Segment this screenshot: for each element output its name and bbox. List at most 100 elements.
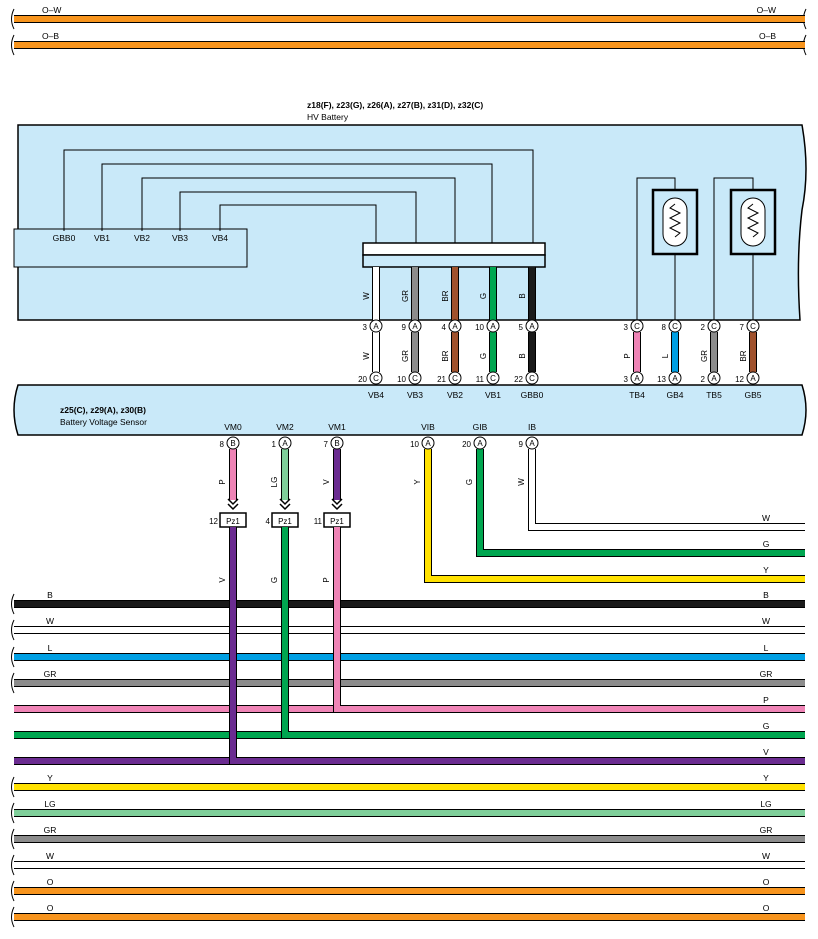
sensor-terminal-pin: 8 — [220, 440, 225, 449]
hv-pin-2 — [448, 319, 462, 333]
sensor-terminal-pin: 20 — [462, 440, 471, 449]
right-output-label: W — [762, 513, 770, 523]
hv-pin-8-letter: C — [750, 322, 756, 331]
internal-label-4: VB4 — [212, 233, 228, 243]
sensor-pin-3-letter: C — [490, 374, 496, 383]
sensor-pin-number: 12 — [735, 375, 744, 384]
wire-break-left — [11, 776, 15, 798]
sensor-terminal-3-letter: A — [425, 439, 431, 448]
hv-pin-3-letter: A — [490, 322, 496, 331]
bus-wire-right-label: W — [762, 616, 770, 626]
sensor-pin-label: VB1 — [485, 390, 501, 400]
hv-pin-number: 3 — [624, 323, 629, 332]
sensor-terminal-2 — [330, 436, 344, 450]
bus-wire-right-label: L — [764, 643, 769, 653]
sensor-terminal-pin: 9 — [519, 440, 524, 449]
wire-color-code: G — [270, 577, 279, 583]
thermistor-2-icon-body — [740, 197, 766, 247]
wire-color-code: G — [479, 293, 488, 299]
right-output-label: Y — [763, 565, 769, 575]
wire-break-left — [11, 880, 15, 902]
wire-break-left — [11, 802, 15, 824]
bus-wire-right-label: O — [763, 877, 770, 887]
internal-label-1: VB1 — [94, 233, 110, 243]
hv-connector-bottom — [362, 254, 546, 268]
internal-trace-2 — [141, 177, 456, 243]
hv-pin-number: 9 — [402, 323, 407, 332]
sensor-pin-0 — [369, 371, 383, 385]
bus-wire-right-label: Y — [763, 773, 769, 783]
hv-pin-1-letter: A — [412, 322, 418, 331]
wire-break-left — [11, 619, 15, 641]
sensor-pin-label: GBB0 — [521, 390, 544, 400]
thermistor-1-icon-zigzag — [668, 203, 682, 238]
sensor-pin-number: 20 — [358, 375, 367, 384]
thermistor-2-icon-zigzag — [746, 203, 760, 238]
sensor-pin-7-letter: A — [711, 374, 717, 383]
hv-pin-number: 3 — [363, 323, 368, 332]
bus-wire-left-label: O — [47, 877, 54, 887]
wire-color-code: V — [322, 479, 331, 485]
sensor-terminal-3 — [421, 436, 435, 450]
sensor-terminal-5 — [525, 436, 539, 450]
wire-color-code: LG — [270, 477, 279, 488]
sensor-pin-8 — [746, 371, 760, 385]
hv-pin-number: 4 — [442, 323, 447, 332]
sensor-terminal-2-letter: B — [334, 439, 339, 448]
vm2-output-wire — [282, 527, 805, 738]
pz1-label: Pz1 — [330, 517, 344, 526]
wire-color-code: GR — [401, 350, 410, 362]
bus-wire-left-label: O — [47, 903, 54, 913]
sensor-pin-4 — [525, 371, 539, 385]
sensor-terminal-label: GIB — [473, 422, 488, 432]
sensor-pin-3 — [486, 371, 500, 385]
vib-wire — [425, 449, 805, 582]
bus-wire-right-label: O — [763, 903, 770, 913]
ib-wire — [529, 449, 805, 530]
wire-color-code: W — [362, 292, 371, 300]
pz1-pin: 11 — [314, 517, 323, 526]
hv-pin-0-letter: A — [373, 322, 379, 331]
wire-color-code: P — [322, 577, 331, 582]
wire-color-code: V — [218, 577, 227, 583]
internal-label-0: GBB0 — [53, 233, 76, 243]
hv-pin-6-letter: C — [672, 322, 678, 331]
hv-pin-1 — [408, 319, 422, 333]
wire-break-left — [11, 646, 15, 668]
hv-pin-6 — [668, 319, 682, 333]
thermistor-trace — [636, 177, 676, 320]
sensor-terminal-label: VM1 — [328, 422, 346, 432]
sensor-pin-2-letter: C — [452, 374, 458, 383]
sensor-pin-8-letter: A — [750, 374, 756, 383]
thermistor-trace — [713, 177, 754, 320]
sensor-pin-7 — [707, 371, 721, 385]
sensor-pin-6 — [668, 371, 682, 385]
sensor-terminal-0-letter: B — [230, 439, 235, 448]
sensor-pin-4-letter: C — [529, 374, 535, 383]
sensor-terminal-label: VM0 — [224, 422, 242, 432]
sensor-terminal-pin: 10 — [410, 440, 419, 449]
hv-pin-number: 5 — [519, 323, 524, 332]
internal-trace-3 — [179, 191, 417, 243]
sensor-pin-label: GB5 — [744, 390, 761, 400]
wire-color-code: G — [465, 479, 474, 485]
sensor-pin-number: 13 — [657, 375, 666, 384]
hv-pin-7 — [707, 319, 721, 333]
top-wire-right-label: O–B — [759, 31, 776, 41]
sensor-terminal-0 — [226, 436, 240, 450]
bus-wire-left-label: L — [48, 643, 53, 653]
hv-pin-4 — [525, 319, 539, 333]
bus-wire-right-label: V — [763, 747, 769, 757]
hv-pin-number: 10 — [475, 323, 484, 332]
wire-break-left — [11, 34, 15, 56]
pz1-pin: 4 — [266, 517, 271, 526]
sensor-name: Battery Voltage Sensor — [60, 417, 147, 427]
sensor-pin-1-letter: C — [412, 374, 418, 383]
wire-color-code: W — [517, 478, 526, 486]
hv-pin-number: 2 — [701, 323, 706, 332]
sensor-pin-2 — [448, 371, 462, 385]
connector-chevron-icon — [331, 498, 343, 511]
sensor-terminal-1 — [278, 436, 292, 450]
vib-wire-outline — [424, 449, 805, 583]
